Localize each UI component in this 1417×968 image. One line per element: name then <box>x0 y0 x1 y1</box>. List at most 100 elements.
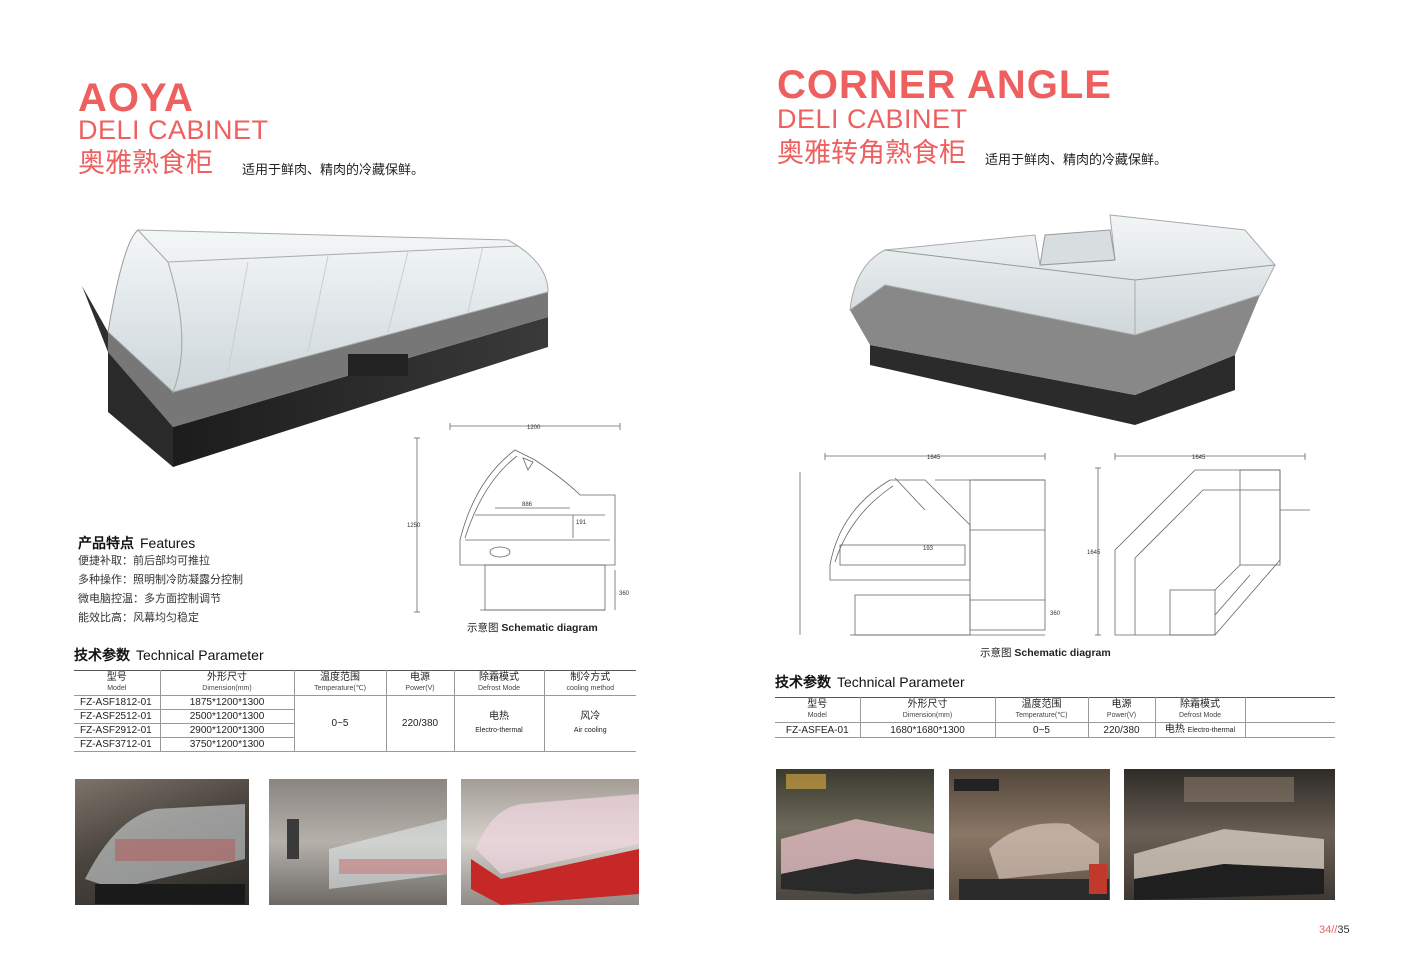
cell-temperature: 0~5 <box>293 695 386 752</box>
defrost-cn: 电热 <box>489 711 509 722</box>
corner-cabinet-image <box>849 214 1276 425</box>
corner-schematic-top: 1645 1645 <box>1087 453 1310 636</box>
th-cn: 温度范围 <box>320 672 360 683</box>
th-en: Temperature(℃) <box>314 685 366 692</box>
aoya-cabinet-image <box>82 229 549 467</box>
dim-360-label: 360 <box>1050 611 1060 617</box>
features-list: 便捷补取：前后部均可推拉 多种操作：照明制冷防凝露分控制 微电脑控温：多方面控制… <box>78 552 243 628</box>
cell-empty <box>1244 722 1335 738</box>
table-row: FZ-ASF2912-01 2900*1200*1300 <box>74 723 636 738</box>
right-tech-heading: 技术参数 Technical Parameter <box>775 672 965 692</box>
table-row: FZ-ASF1812-01 1875*1200*1300 0~5 220/380… <box>74 695 636 752</box>
right-title: CORNER ANGLE <box>777 63 1112 107</box>
cell-power: 220/380 <box>385 695 454 752</box>
cell-defrost: 电热 Electro-thermal <box>453 695 544 752</box>
cell-dimension: 2900*1200*1300 <box>159 723 294 738</box>
th-en: Dimension(mm) <box>902 712 953 719</box>
cell-dimension: 1680*1680*1300 <box>859 722 995 738</box>
dim-width-label: 1200 <box>527 425 541 431</box>
th-dimension: 外形尺寸 Dimension(mm) <box>159 670 294 696</box>
corner-schematic-side: 1645 193 360 <box>799 453 1060 636</box>
defrost-en: Electro-thermal <box>475 727 523 734</box>
table-header-row: 型号 Model 外形尺寸 Dimension(mm) 温度范围 Temperatur… <box>74 670 636 696</box>
th-cn: 除霜模式 <box>479 672 519 683</box>
store-photo-6 <box>1124 769 1335 900</box>
defrost-en: Electro-thermal <box>1187 727 1236 734</box>
store-photo-3 <box>461 779 639 905</box>
features-heading: 产品特点 Features <box>78 533 195 553</box>
feature-item: 多种操作：照明制冷防凝露分控制 <box>78 574 243 586</box>
dim-height2-label: 1645 <box>1087 550 1101 556</box>
th-defrost: 除霜模式 Defrost Mode <box>453 670 544 696</box>
left-tech-heading: 技术参数 Technical Parameter <box>74 645 264 665</box>
th-en: Model <box>807 712 827 719</box>
features-heading-cn: 产品特点 <box>78 535 134 551</box>
cell-dimension: 2500*1200*1300 <box>159 709 294 724</box>
features-heading-en: Features <box>140 535 196 551</box>
right-tagline: 适用于鲜肉、精肉的冷藏保鲜。 <box>985 152 1168 167</box>
store-photo-5 <box>949 769 1110 900</box>
dim-width-label: 1645 <box>927 455 941 461</box>
th-en: Power(V) <box>405 685 435 692</box>
cell-model: FZ-ASF3712-01 <box>74 737 160 752</box>
page-number-next: 35 <box>1337 924 1350 936</box>
th-temperature: 温度范围 Temperature(℃) <box>293 670 386 696</box>
th-power: 电源 Power(V) <box>1087 697 1155 723</box>
left-tagline: 适用于鲜肉、精肉的冷藏保鲜。 <box>242 162 425 177</box>
th-en: Dimension(mm) <box>202 685 252 692</box>
th-temperature: 温度范围 Temperature(℃) <box>994 697 1088 723</box>
dim-height-label: 1250 <box>407 523 421 529</box>
th-en: Temperature(℃) <box>1015 712 1068 719</box>
th-power: 电源 Power(V) <box>385 670 454 696</box>
th-cn: 温度范围 <box>1021 699 1062 710</box>
right-subtitle: DELI CABINET <box>777 104 968 134</box>
defrost-cn: 电热 <box>1164 724 1185 735</box>
left-title-cn: 奥雅熟食柜 <box>78 148 213 179</box>
cell-model: FZ-ASF1812-01 <box>74 695 160 710</box>
left-tech-heading-en: Technical Parameter <box>136 647 264 663</box>
right-tech-heading-cn: 技术参数 <box>775 674 831 690</box>
left-tech-heading-cn: 技术参数 <box>74 647 130 663</box>
left-title: AOYA <box>78 76 194 120</box>
th-en: Defrost Mode <box>1178 712 1222 719</box>
th-cn: 除霜模式 <box>1180 699 1220 710</box>
th-cn: 型号 <box>106 672 127 683</box>
page-number-current: 34// <box>1319 924 1338 936</box>
cell-model: FZ-ASF2512-01 <box>74 709 160 724</box>
right-caption-cn: 示意图 <box>980 647 1012 659</box>
right-title-cn: 奥雅转角熟食柜 <box>777 138 966 169</box>
feature-item: 微电脑控温：多方面控制调节 <box>78 593 221 605</box>
left-caption-cn: 示意图 <box>467 622 499 634</box>
th-en: cooling method <box>566 685 614 692</box>
th-en: Defrost Mode <box>477 685 521 692</box>
right-tech-heading-en: Technical Parameter <box>837 674 965 690</box>
cell-power: 220/380 <box>1087 722 1155 738</box>
cell-cooling: 风冷 Air cooling <box>543 695 636 752</box>
th-en: Model <box>107 685 127 692</box>
th-en: Power(V) <box>1106 712 1137 719</box>
left-spec-table: 型号 Model 外形尺寸 Dimension(mm) 温度范围 Temperatur… <box>74 670 636 752</box>
th-cn: 电源 <box>410 672 430 683</box>
dim-inner-label: 886 <box>522 502 533 508</box>
dim-191-label: 191 <box>576 520 587 526</box>
dim-width2-label: 1645 <box>1192 455 1206 461</box>
cooling-en: Air cooling <box>573 727 607 734</box>
cell-defrost: 电热 Electro-thermal <box>1154 722 1245 738</box>
feature-item: 便捷补取：前后部均可推拉 <box>78 555 210 567</box>
cell-dimension: 1875*1200*1300 <box>159 695 294 710</box>
aoya-schematic-diagram: 1200 1250 886 191 360 <box>407 423 630 613</box>
right-diagram-caption: 示意图 Schematic diagram <box>980 645 1111 660</box>
th-model: 型号 Model <box>74 671 160 696</box>
cell-temperature: 0~5 <box>994 722 1088 738</box>
table-row: FZ-ASF2512-01 2500*1200*1300 <box>74 709 636 724</box>
th-cn: 制冷方式 <box>570 672 611 683</box>
right-caption-en: Schematic diagram <box>1014 647 1111 659</box>
dim-193-label: 193 <box>923 546 934 552</box>
th-cn: 电源 <box>1111 699 1132 710</box>
table-row: FZ-ASFEA-01 1680*1680*1300 0~5 220/380 电… <box>775 722 1335 738</box>
cooling-cn: 风冷 <box>580 711 601 722</box>
th-cn: 外形尺寸 <box>207 672 247 683</box>
